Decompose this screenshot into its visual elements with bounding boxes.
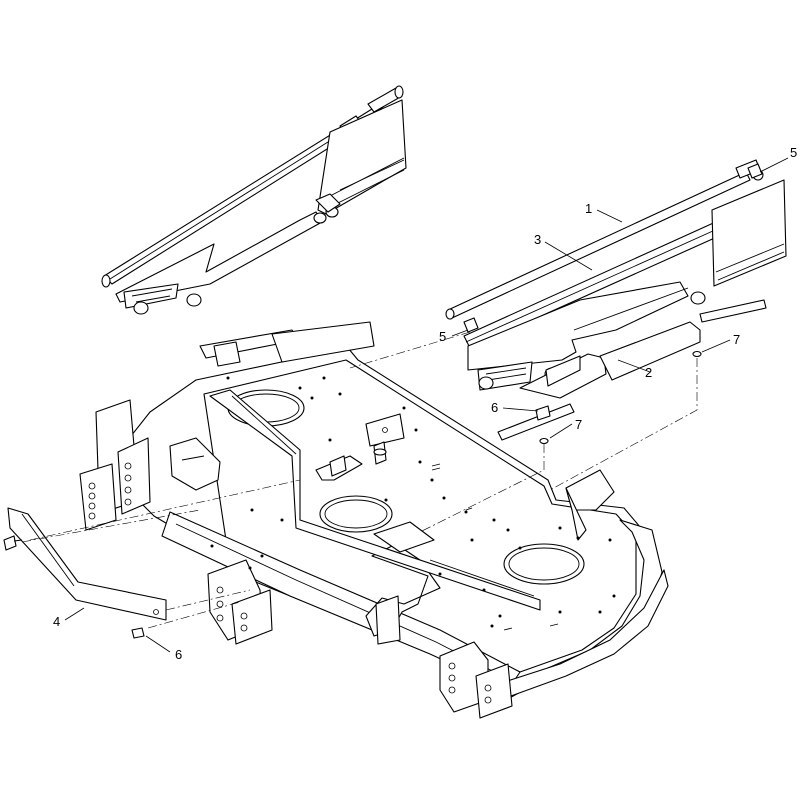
callout-6-upper: 6 — [491, 400, 499, 415]
left-baffle-assembly — [101, 85, 407, 315]
center-spindle-opening — [319, 495, 393, 533]
callout-3: 3 — [534, 232, 542, 247]
callout-4: 4 — [53, 614, 61, 629]
callout-6-lower: 6 — [175, 647, 183, 662]
assembly-lines — [21, 331, 698, 629]
callout-2: 2 — [645, 365, 653, 380]
callout-1: 1 — [585, 201, 593, 216]
callout-7-lower: 7 — [575, 417, 583, 432]
callout-5-upper: 5 — [790, 145, 798, 160]
callout-7-upper: 7 — [733, 332, 741, 347]
right-baffle-assembly — [445, 159, 787, 445]
callout-5-lower: 5 — [439, 329, 447, 344]
mower-deck — [79, 321, 669, 719]
leader-lines — [64, 157, 789, 653]
right-spindle-opening — [503, 543, 585, 585]
